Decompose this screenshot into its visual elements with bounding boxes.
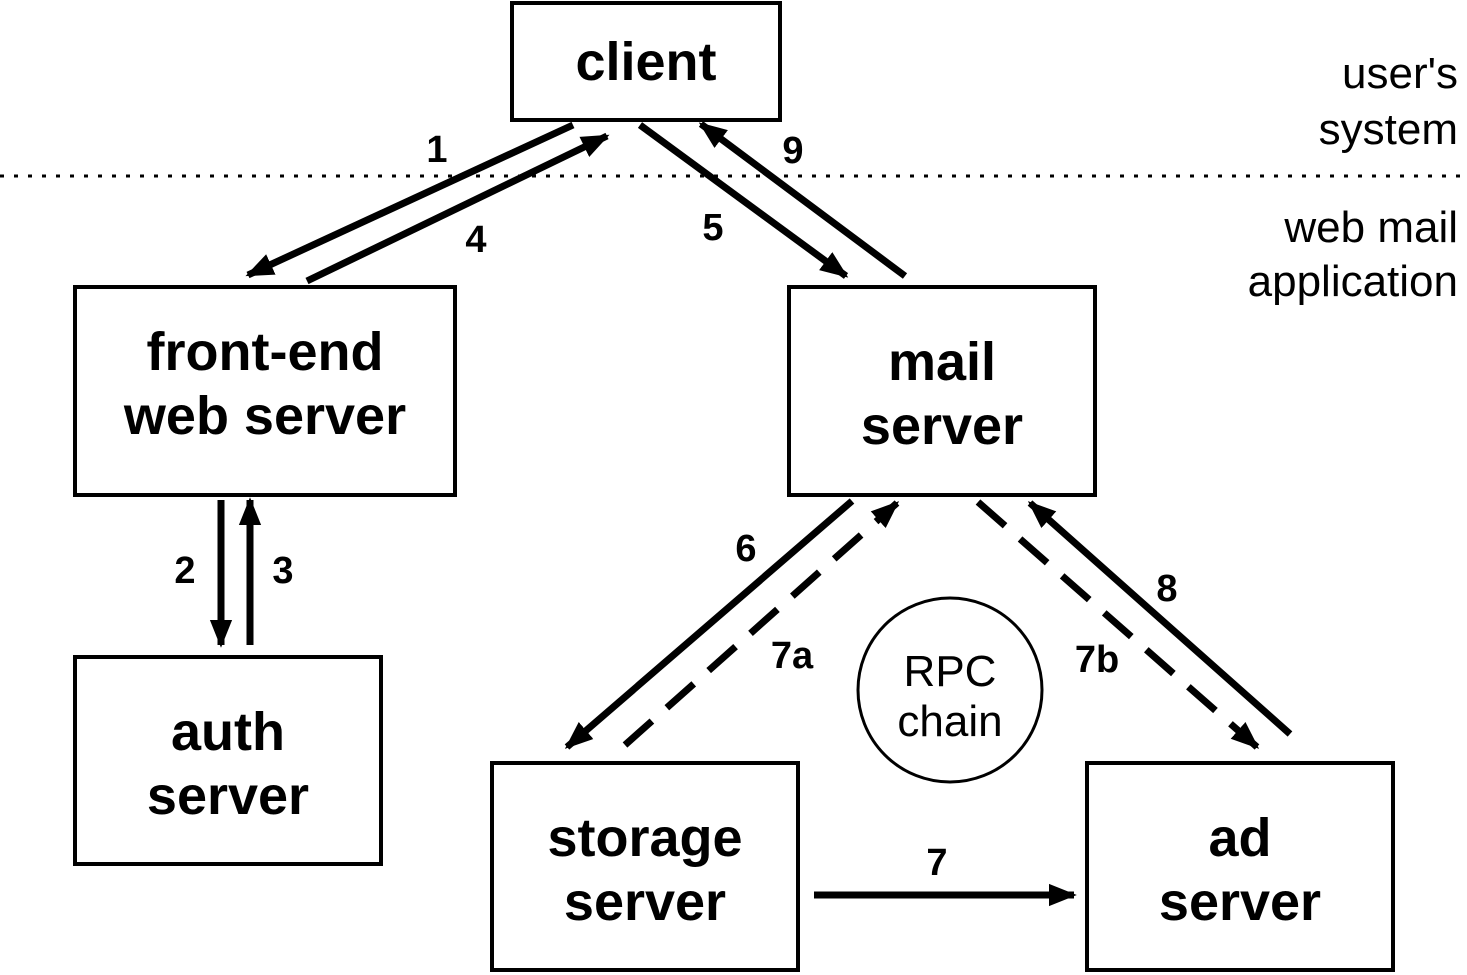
auth-server-label-line2: server <box>147 766 309 826</box>
step-label-2: 2 <box>174 550 195 592</box>
step-label-7: 7 <box>926 842 947 884</box>
auth-server-label-line1: auth <box>171 702 285 762</box>
step-label-7a: 7a <box>771 635 814 677</box>
step-label-8: 8 <box>1156 568 1177 610</box>
mail-server-node: mail server <box>787 285 1097 497</box>
storage-server-label-line2: server <box>564 872 726 932</box>
rpc-label-line1: RPC <box>904 647 997 696</box>
rpc-chain-annotation: RPC chain <box>856 596 1044 784</box>
step-label-9: 9 <box>782 130 803 172</box>
zone-label-user-line2: system <box>1319 105 1458 154</box>
arrow-step-9 <box>698 121 908 279</box>
zone-label-user-line1: user's <box>1342 49 1458 98</box>
mail-server-label-line1: mail <box>888 332 996 392</box>
step-label-6: 6 <box>735 528 756 570</box>
arrow-step-7a <box>622 500 900 748</box>
step-label-7b: 7b <box>1075 639 1119 681</box>
frontend-label-line1: front-end <box>147 322 384 382</box>
arrow-step-4 <box>305 132 610 285</box>
ad-server-label-line1: ad <box>1208 808 1271 868</box>
arrow-step-1 <box>245 121 575 279</box>
arrow-step-6 <box>564 498 855 750</box>
client-label: client <box>575 32 716 92</box>
arrow-step-7b <box>975 499 1260 750</box>
storage-server-node: storage server <box>490 761 800 972</box>
storage-server-label-line1: storage <box>547 808 742 868</box>
zone-label-webmail-line1: web mail <box>1283 203 1458 252</box>
step-label-5: 5 <box>702 207 723 249</box>
arrow-step-8 <box>1027 500 1293 737</box>
mail-server-label-line2: server <box>861 396 1023 456</box>
step-label-3: 3 <box>272 550 293 592</box>
zone-label-webmail-line2: application <box>1248 257 1458 306</box>
frontend-web-server-node: front-end web server <box>73 285 457 497</box>
auth-server-node: auth server <box>73 655 383 866</box>
step-label-4: 4 <box>465 219 486 261</box>
frontend-label-line2: web server <box>123 386 406 446</box>
client-node: client <box>510 1 782 122</box>
ad-server-node: ad server <box>1085 761 1395 972</box>
rpc-label-line2: chain <box>897 697 1002 746</box>
step-label-1: 1 <box>426 129 447 171</box>
ad-server-label-line2: server <box>1159 872 1321 932</box>
arrow-step-5 <box>637 122 849 279</box>
